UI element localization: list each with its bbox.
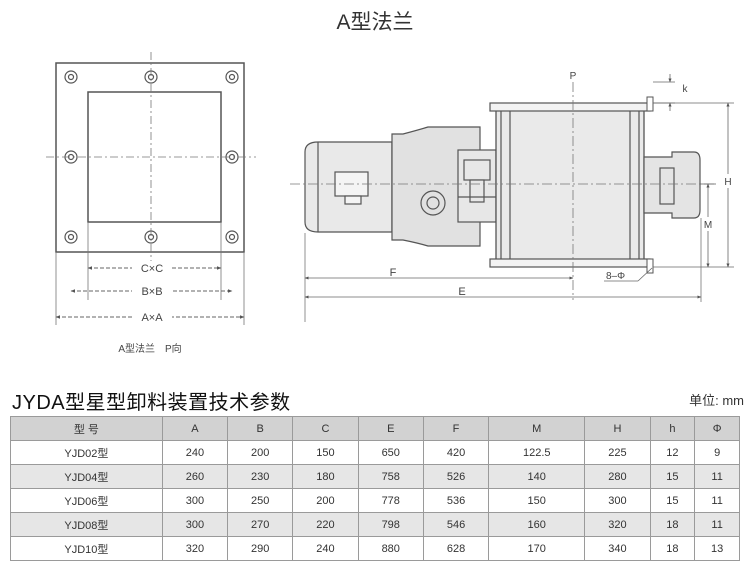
table-cell: 758 xyxy=(357,464,424,489)
dim-cc-label: C×C xyxy=(141,263,163,275)
table-cell: 250 xyxy=(227,488,294,513)
table-cell: 320 xyxy=(161,536,229,561)
left-bearing-housing xyxy=(457,149,497,223)
table-cell: 220 xyxy=(292,512,359,537)
header-cell: 型 号 xyxy=(10,416,163,441)
table-cell: 150 xyxy=(292,440,359,465)
flange-outer-plate xyxy=(55,62,245,253)
header-cell: M xyxy=(488,416,586,441)
table-cell: 18 xyxy=(649,536,696,561)
header-cell: A xyxy=(161,416,229,441)
shaft-coupling-icon xyxy=(420,190,446,216)
flange-caption: A型法兰 P向 xyxy=(118,342,181,355)
table-cell: 260 xyxy=(161,464,229,489)
header-cell: h xyxy=(649,416,696,441)
bottom-flange xyxy=(489,258,651,268)
table-cell: 140 xyxy=(488,464,586,489)
table-row: YJD02型 240 200 150 650 420 122.5 225 12 … xyxy=(10,440,740,465)
dim-e-label: E xyxy=(458,286,465,298)
dim-m-label: M xyxy=(704,220,712,231)
flange-front-view: C×C B×B A×A A型法兰 P向 xyxy=(46,52,256,355)
table-cell: 536 xyxy=(422,488,490,513)
dim-h-label: H xyxy=(724,177,731,188)
table-cell: 11 xyxy=(694,512,740,537)
table-cell: 170 xyxy=(488,536,586,561)
dim-f-label: F xyxy=(390,267,397,279)
table-cell: 122.5 xyxy=(488,440,586,465)
table-cell: 160 xyxy=(488,512,586,537)
header-cell: F xyxy=(422,416,490,441)
table-cell: 300 xyxy=(161,488,229,513)
dim-aa-label: A×A xyxy=(141,312,163,324)
table-cell: 12 xyxy=(649,440,696,465)
table-cell: 225 xyxy=(584,440,651,465)
rotor-housing xyxy=(495,109,645,261)
table-header-row: 型 号 A B C E F M H h Φ xyxy=(10,416,740,441)
dim-k-label: k xyxy=(683,84,689,95)
table-cell: 880 xyxy=(357,536,424,561)
table-cell: 150 xyxy=(488,488,586,513)
table-cell: 15 xyxy=(649,464,696,489)
table-cell: 11 xyxy=(694,464,740,489)
table-cell: 650 xyxy=(357,440,424,465)
table-row: YJD10型 320 290 240 880 628 170 340 18 13 xyxy=(10,536,740,561)
spec-heading: JYDA型星型卸料装置技术参数 xyxy=(12,392,291,414)
table-cell: 180 xyxy=(292,464,359,489)
table-cell: 628 xyxy=(422,536,490,561)
dim-holes-label: 8–Φ xyxy=(606,271,625,282)
unit-label: 单位: mm xyxy=(689,393,744,408)
top-flange xyxy=(489,102,651,112)
table-cell: 420 xyxy=(422,440,490,465)
header-cell: E xyxy=(357,416,424,441)
table-cell: 18 xyxy=(649,512,696,537)
table-cell: YJD04型 xyxy=(10,464,163,489)
table-cell: 13 xyxy=(694,536,740,561)
table-cell: YJD08型 xyxy=(10,512,163,537)
header-cell: Φ xyxy=(694,416,740,441)
table-cell: 11 xyxy=(694,488,740,513)
table-cell: 300 xyxy=(584,488,651,513)
technical-drawing: C×C B×B A×A A型法兰 P向 xyxy=(46,52,735,355)
table-cell: YJD10型 xyxy=(10,536,163,561)
table-row: YJD08型 300 270 220 798 546 160 320 18 11 xyxy=(10,512,740,537)
table-cell: 200 xyxy=(292,488,359,513)
page-title: A型法兰 xyxy=(336,11,414,34)
table-cell: 9 xyxy=(694,440,740,465)
table-row: YJD04型 260 230 180 758 526 140 280 15 11 xyxy=(10,464,740,489)
table-cell: 546 xyxy=(422,512,490,537)
table-cell: 200 xyxy=(227,440,294,465)
table-cell: 15 xyxy=(649,488,696,513)
header-cell: B xyxy=(227,416,294,441)
spec-table: 型 号 A B C E F M H h Φ YJD02型 240 200 150… xyxy=(10,416,740,561)
header-cell: H xyxy=(584,416,651,441)
right-bearing-housing xyxy=(643,151,701,219)
table-cell: 230 xyxy=(227,464,294,489)
table-cell: 798 xyxy=(357,512,424,537)
table-cell: YJD06型 xyxy=(10,488,163,513)
table-cell: YJD02型 xyxy=(10,440,163,465)
table-cell: 778 xyxy=(357,488,424,513)
table-cell: 240 xyxy=(292,536,359,561)
feeder-side-view: P k H M 8–Φ xyxy=(290,71,735,322)
dim-p-label: P xyxy=(570,71,577,82)
table-cell: 290 xyxy=(227,536,294,561)
dim-bb-label: B×B xyxy=(141,286,162,298)
table-row: YJD06型 300 250 200 778 536 150 300 15 11 xyxy=(10,488,740,513)
table-cell: 526 xyxy=(422,464,490,489)
table-cell: 270 xyxy=(227,512,294,537)
table-cell: 300 xyxy=(161,512,229,537)
table-cell: 280 xyxy=(584,464,651,489)
table-cell: 240 xyxy=(161,440,229,465)
flange-opening xyxy=(87,91,222,223)
table-cell: 320 xyxy=(584,512,651,537)
header-cell: C xyxy=(292,416,359,441)
table-cell: 340 xyxy=(584,536,651,561)
